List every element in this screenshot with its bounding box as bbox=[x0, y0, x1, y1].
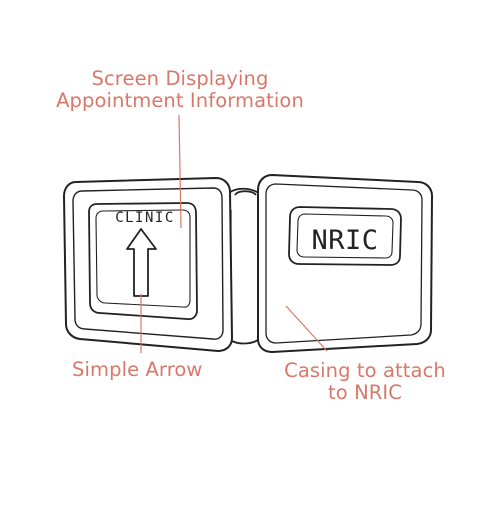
screen-leader-line bbox=[178, 114, 182, 229]
casing-leader-line bbox=[285, 305, 328, 352]
casing-annotation-line1: Casing to attach bbox=[284, 359, 446, 382]
screen-annotation-line2: Appointment Information bbox=[56, 89, 304, 112]
casing-annotation: Casing to attach to NRIC bbox=[270, 360, 460, 404]
casing-annotation-line2: to NRIC bbox=[328, 381, 402, 404]
nric-text: NRIC bbox=[311, 225, 378, 256]
leader-lines bbox=[140, 114, 328, 353]
screen-text: CLINIC bbox=[115, 210, 175, 226]
screen-annotation: Screen Displaying Appointment Informatio… bbox=[40, 68, 320, 112]
nric-window bbox=[288, 206, 402, 266]
screen-annotation-line1: Screen Displaying bbox=[91, 67, 269, 90]
arrow-annotation: Simple Arrow bbox=[72, 358, 203, 381]
